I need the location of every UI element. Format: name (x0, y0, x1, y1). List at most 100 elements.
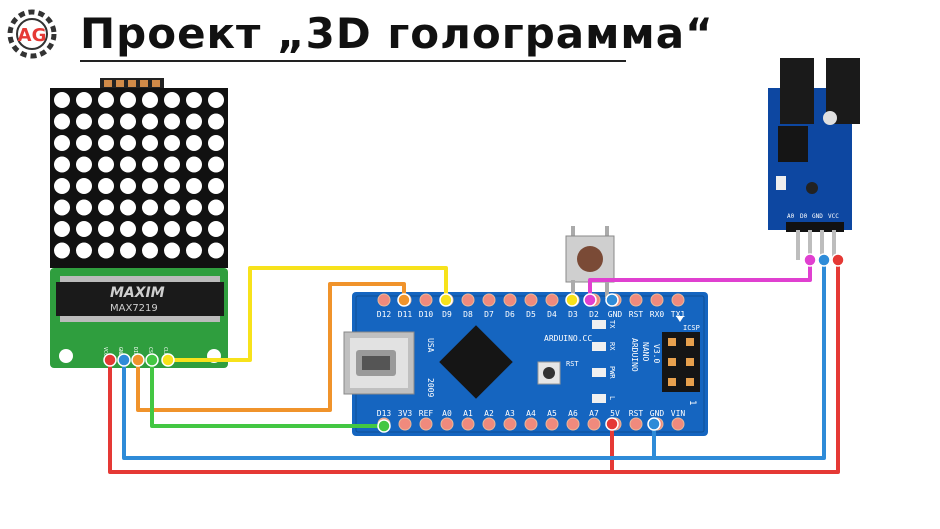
nano-top-pin-label-d10: D10 (419, 310, 434, 319)
nano-pin-5v-end (605, 417, 619, 431)
nano-top-pin-pad-d12 (377, 293, 391, 307)
led-dot (164, 113, 180, 130)
nano-top-pin-pad-rx0 (650, 293, 664, 307)
nano-bottom-pin-label-a4: A4 (526, 409, 536, 418)
nano-bottom-pin-label-vin: VIN (671, 409, 686, 418)
nano-bottom-pin-pad-a1 (461, 417, 475, 431)
led-dot (120, 135, 136, 151)
matrix-pin-label-gnd: GND (117, 347, 123, 356)
matrix-pin-din (131, 353, 145, 367)
nano-bottom-pin-label-rst: RST (629, 409, 644, 418)
arduino-cc-label: ARDUINO.CC (544, 334, 592, 343)
nano-top-pin-label-rx0: RX0 (650, 310, 665, 319)
nano-top-pin-pad-d5 (524, 293, 538, 307)
led-dot (208, 199, 224, 216)
board-name-line-3: V3.0 (652, 344, 661, 363)
nano-pin-d9-end (439, 293, 453, 307)
nano-bottom-pin-label-a0: A0 (442, 409, 452, 418)
nano-top-pin-label-d12: D12 (377, 310, 392, 319)
nano-bottom-pin-pad-a3 (503, 417, 517, 431)
sensor-pin-vcc-end (831, 253, 845, 267)
led-dot (120, 178, 136, 194)
led-dot (54, 156, 70, 173)
nano-bottom-pin-label-a6: A6 (568, 409, 578, 418)
led-dot (120, 113, 136, 130)
led-label-tx: TX (608, 320, 616, 329)
nano-bottom-pin-label-a5: A5 (547, 409, 557, 418)
usb-label: USA (426, 338, 435, 353)
led-dot (98, 92, 114, 108)
nano-top-pin-label-d5: D5 (526, 310, 536, 319)
led-dot (76, 156, 92, 173)
led-dot (164, 92, 180, 108)
led-dot (120, 199, 136, 216)
comparator-chip (778, 126, 808, 162)
nano-top-pin-label-d2: D2 (589, 310, 599, 319)
sensor-pin-gnd-end (817, 253, 831, 267)
nano-bottom-pin-pad-ref (419, 417, 433, 431)
svg-text:AG: AG (18, 25, 47, 46)
nano-top-pin-pad-d7 (482, 293, 496, 307)
nano-bottom-pin-pad-a7 (587, 417, 601, 431)
icsp-header (662, 332, 700, 392)
nano-bottom-pin-label-a2: A2 (484, 409, 494, 418)
led-dot (98, 221, 114, 237)
led-dot (142, 113, 158, 130)
led-dot (120, 92, 136, 108)
nano-bottom-pin-pad-a5 (545, 417, 559, 431)
wire-orange-din (136, 282, 406, 412)
nano-pin-d3-end (565, 293, 579, 307)
led-dot (186, 92, 202, 108)
chip-legs (60, 276, 220, 322)
wire-yellow-clk (166, 266, 448, 362)
led-dot (76, 135, 92, 151)
nano-top-pin-pad-d8 (461, 293, 475, 307)
led-dot (98, 199, 114, 216)
sensor-pin-d0-end (803, 253, 817, 267)
nano-bottom-pin-pad-a0 (440, 417, 454, 431)
led-dot (208, 113, 224, 130)
led-dot (164, 156, 180, 173)
led-dot (120, 156, 136, 173)
led-dot (98, 113, 114, 130)
matrix-pin-label-clk: CLK (162, 347, 168, 356)
nano-bottom-pin-label-ref: REF (419, 409, 434, 418)
nano-top-pin-pad-d10 (419, 293, 433, 307)
led-dot (142, 92, 158, 108)
sensor-mount-hole (823, 111, 837, 125)
sensor-pin-label-a0: A0 (787, 213, 795, 220)
nano-top-pin-pad-d4 (545, 293, 559, 307)
tactile-push-button[interactable] (565, 226, 615, 298)
nano-bottom-pin-pad-a4 (524, 417, 538, 431)
icsp-pin-one: 1 (687, 400, 697, 405)
led-dot (208, 92, 224, 108)
nano-pin-d13-end (377, 419, 391, 433)
nano-bottom-pin-pad-rst (629, 417, 643, 431)
led-dot (142, 221, 158, 237)
wire-red-sensor-vcc (610, 258, 840, 474)
led-matrix-module: MAXIM MAX7219 VCC GND DIN CS CLK (50, 78, 228, 368)
nano-top-pin-pad-rst (629, 293, 643, 307)
wire-magenta-d2 (588, 258, 812, 302)
led-dot (186, 156, 202, 173)
reset-button[interactable] (537, 361, 561, 385)
led-dot (186, 242, 202, 259)
led-dot (98, 156, 114, 173)
led-label-l: L (608, 396, 616, 400)
icsp-label: ICSP (683, 324, 700, 332)
led-dot (54, 113, 70, 130)
nano-top-pin-pad-d6 (503, 293, 517, 307)
led-dot (142, 178, 158, 194)
led-dot (54, 178, 70, 194)
led-dot (186, 113, 202, 130)
nano-pin-d2-end (583, 293, 597, 307)
led-dot (208, 156, 224, 173)
matrix-header-pins (104, 80, 160, 87)
sensor-header-pins (796, 230, 836, 260)
nano-top-pin-label-gnd: GND (608, 310, 623, 319)
mount-hole-left (59, 349, 73, 363)
led-dot (120, 242, 136, 259)
nano-bottom-pin-label-5v: 5V (610, 409, 620, 418)
ag-logo-icon: AG (7, 9, 57, 59)
